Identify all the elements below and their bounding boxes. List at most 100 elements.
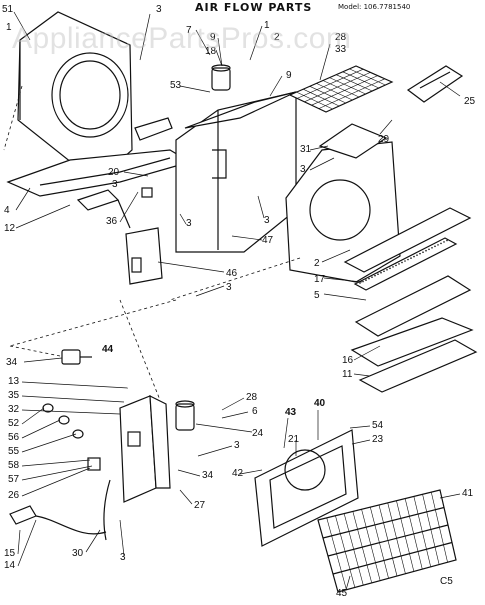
leader-line — [221, 397, 245, 411]
callout-3: 3 — [156, 4, 162, 15]
callout-52: 52 — [8, 418, 20, 429]
filter-texture-dot — [437, 244, 439, 246]
callout-30: 30 — [72, 548, 84, 559]
callout-33: 33 — [335, 44, 347, 55]
callout-1: 1 — [264, 20, 270, 31]
callout-2: 2 — [274, 32, 280, 43]
bracket-part — [134, 117, 173, 198]
leader-line — [179, 213, 187, 225]
callout-40: 40 — [314, 398, 326, 409]
callout-5: 5 — [314, 290, 320, 301]
leader-line — [257, 195, 265, 219]
filter-texture-dot — [374, 274, 376, 277]
grille-bar — [304, 72, 371, 103]
callout-46: 46 — [226, 268, 238, 279]
leader-line — [195, 29, 211, 56]
callout-58: 58 — [8, 460, 20, 471]
callout-3: 3 — [112, 179, 118, 190]
callout-25: 25 — [464, 96, 476, 107]
callout-9: 9 — [286, 70, 292, 81]
callout-55: 55 — [8, 446, 20, 457]
callout-3: 3 — [300, 164, 306, 175]
filter-texture-dot — [428, 248, 430, 251]
filter-texture-dot — [401, 261, 403, 264]
callout-53: 53 — [170, 80, 182, 91]
leader-line — [21, 467, 91, 497]
callout-3: 3 — [264, 215, 270, 226]
leader-line — [157, 261, 225, 273]
callout-6: 6 — [252, 406, 258, 417]
callout-28: 28 — [335, 32, 347, 43]
callout-12: 12 — [4, 223, 16, 234]
filter-texture-dot — [383, 270, 385, 273]
leader-line — [249, 25, 263, 61]
thermostat-part — [175, 400, 195, 431]
filter-texture-dot — [392, 266, 394, 268]
callout-32: 32 — [8, 404, 20, 415]
callout-44: 44 — [102, 344, 114, 355]
leader-line — [379, 119, 393, 135]
callout-34: 34 — [202, 470, 214, 481]
filter-texture-dot — [425, 249, 427, 252]
leader-line — [21, 465, 93, 481]
callout-35: 35 — [8, 390, 20, 401]
selector-switch-part — [61, 349, 92, 365]
callout-45: 45 — [336, 588, 348, 599]
callout-3: 3 — [234, 440, 240, 451]
filter-texture-dot — [380, 271, 382, 274]
callout-14: 14 — [4, 560, 16, 571]
control-panel-part — [119, 394, 171, 503]
callout-20: 20 — [108, 167, 120, 178]
callout-43: 43 — [285, 407, 297, 418]
capacitor-part — [211, 64, 231, 91]
filter-texture-dot — [413, 255, 415, 258]
callout-23: 23 — [372, 434, 384, 445]
power-cord-part — [9, 479, 111, 541]
leader-line — [15, 187, 31, 211]
leader-line — [21, 395, 125, 403]
leader-line — [217, 37, 223, 67]
callout-11: 11 — [342, 369, 353, 380]
callout-29: 29 — [378, 134, 390, 145]
grille-bar — [336, 74, 373, 92]
leader-line — [319, 43, 331, 81]
knob-parts — [42, 403, 101, 471]
filter-texture-dot — [407, 258, 409, 261]
filter-texture-dot — [389, 267, 391, 270]
leader-line — [195, 423, 253, 433]
leader-line — [215, 49, 223, 67]
grille-part — [288, 65, 394, 113]
leader-line — [283, 417, 289, 449]
leader-line — [179, 489, 193, 505]
leader-line — [197, 445, 233, 457]
filter-texture-dot — [410, 257, 412, 259]
leader-line — [21, 381, 129, 389]
grille-bar — [318, 78, 385, 109]
grille-bar — [297, 68, 364, 99]
model-number: Model: 106.7781540 — [338, 3, 411, 11]
filter-texture-dot — [404, 260, 406, 262]
callout-51: 51 — [2, 4, 14, 15]
callout-1: 1 — [6, 22, 12, 33]
partition-panel-part — [175, 91, 297, 253]
filter-texture-dot — [443, 241, 445, 243]
leader-line — [177, 469, 201, 477]
callout-leaders — [13, 11, 461, 591]
leader-line — [119, 191, 139, 223]
leader-line — [239, 469, 263, 475]
leader-line — [123, 171, 149, 177]
callout-24: 24 — [252, 428, 264, 439]
callout-21: 21 — [288, 434, 300, 445]
callout-54: 54 — [372, 420, 384, 431]
grille-bar — [316, 83, 353, 101]
front-frame-part — [254, 429, 359, 547]
grille-bar — [303, 88, 340, 107]
leader-line — [321, 249, 351, 263]
callout-13: 13 — [8, 376, 20, 387]
coil-tube — [322, 506, 445, 539]
grille-bar — [309, 86, 346, 104]
leader-line — [21, 409, 121, 415]
leader-line — [351, 439, 371, 445]
